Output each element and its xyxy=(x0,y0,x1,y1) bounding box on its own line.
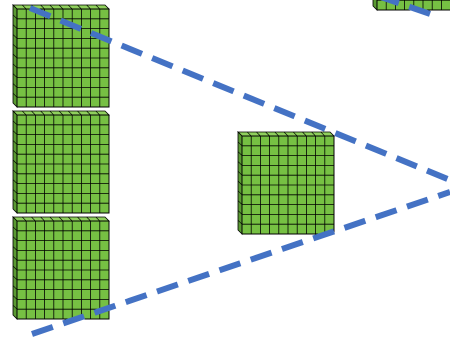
block-side-face xyxy=(373,0,377,10)
block-left-bottom xyxy=(13,217,109,319)
block-left-middle xyxy=(13,111,109,213)
block-center xyxy=(238,132,334,234)
